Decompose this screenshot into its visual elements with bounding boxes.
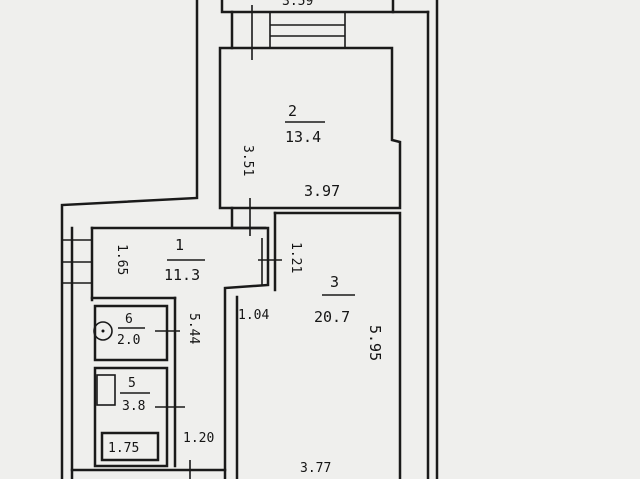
room-3-label: 3 20.7 <box>314 273 355 326</box>
room-number: 3 <box>330 273 339 291</box>
bathtub-length: 1.75 <box>108 441 139 456</box>
corridor-width: 1.20 <box>183 431 214 446</box>
room-area: 3.8 <box>122 399 145 414</box>
room-number: 2 <box>288 102 297 120</box>
corridor-length: 5.44 <box>186 313 201 344</box>
room-6-label: 6 2.0 <box>117 312 145 348</box>
room1-door: 1.21 <box>288 242 303 273</box>
room-5-label: 5 3.8 <box>120 376 150 414</box>
top-dimension: 3.59 <box>282 0 313 9</box>
walls <box>60 0 439 479</box>
room2-width: 3.97 <box>304 182 340 200</box>
room-area: 2.0 <box>117 333 140 348</box>
room-number: 6 <box>125 312 133 327</box>
room-2-label: 2 13.4 <box>285 102 325 146</box>
room-area: 13.4 <box>285 128 321 146</box>
room-number: 5 <box>128 376 136 391</box>
room-1-label: 1 11.3 <box>164 236 205 284</box>
room-number: 1 <box>175 236 184 254</box>
room-area: 20.7 <box>314 308 350 326</box>
room2-height: 3.51 <box>240 145 255 176</box>
room1-height: 1.65 <box>114 244 129 275</box>
room3-width: 3.77 <box>300 461 331 476</box>
room3-height: 5.95 <box>366 325 384 361</box>
room3-left: 1.04 <box>238 308 269 323</box>
room-area: 11.3 <box>164 266 200 284</box>
